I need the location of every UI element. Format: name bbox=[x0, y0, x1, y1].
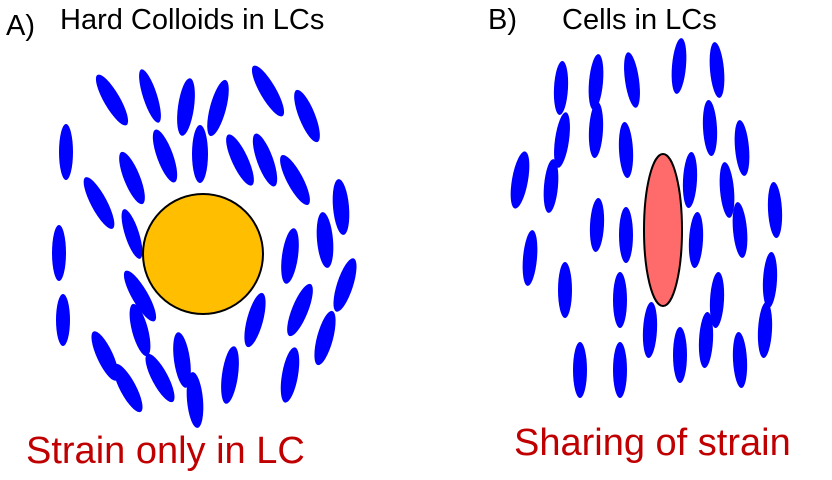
lc-molecule-a-10 bbox=[152, 129, 178, 183]
lc-molecule-a-11 bbox=[192, 125, 208, 183]
lc-molecule-a-30 bbox=[280, 347, 300, 403]
lc-molecule-b-19 bbox=[558, 262, 572, 318]
lc-molecules-panel-a bbox=[52, 65, 357, 428]
lc-molecule-a-27 bbox=[91, 331, 119, 381]
lc-molecule-b-22 bbox=[613, 272, 627, 328]
lc-molecule-b-15 bbox=[682, 152, 698, 208]
lc-molecule-b-3 bbox=[624, 52, 640, 108]
lc-molecule-b-2 bbox=[588, 54, 604, 110]
lc-molecule-a-1 bbox=[95, 74, 129, 126]
lc-molecule-b-13 bbox=[589, 198, 605, 252]
lc-molecule-a-28 bbox=[173, 332, 191, 388]
lc-molecule-b-16 bbox=[719, 162, 735, 218]
hard-colloid-particle bbox=[142, 193, 264, 315]
panel-a-caption: Strain only in LC bbox=[26, 430, 305, 472]
lc-molecule-b-9 bbox=[702, 100, 718, 156]
lc-molecule-b-10 bbox=[734, 120, 750, 176]
lc-molecule-a-16 bbox=[52, 225, 66, 281]
lc-molecule-a-20 bbox=[333, 258, 357, 312]
lc-molecule-b-17 bbox=[767, 182, 783, 238]
panel-b-caption: Sharing of strain bbox=[514, 422, 791, 464]
lc-molecule-a-22 bbox=[123, 270, 157, 322]
lc-molecule-b-6 bbox=[554, 112, 570, 168]
lc-molecule-a-15 bbox=[332, 179, 350, 235]
lc-molecule-b-11 bbox=[510, 151, 530, 209]
lc-molecule-a-29 bbox=[221, 346, 239, 404]
lc-molecule-a-3 bbox=[177, 78, 195, 136]
lc-molecule-b-7 bbox=[588, 102, 604, 158]
lc-molecule-a-9 bbox=[119, 151, 145, 205]
lc-molecule-b-23 bbox=[709, 272, 725, 328]
lc-molecule-a-24 bbox=[244, 292, 266, 348]
lc-molecule-a-14 bbox=[280, 154, 310, 206]
lc-molecule-a-12 bbox=[226, 134, 254, 186]
panel-b-title: Cells in LCs bbox=[562, 4, 717, 36]
lc-molecule-b-14 bbox=[619, 207, 633, 263]
lc-molecule-a-13 bbox=[252, 133, 278, 187]
lc-molecule-b-4 bbox=[671, 38, 687, 94]
lc-molecule-b-8 bbox=[618, 122, 634, 178]
lc-molecule-b-27 bbox=[732, 332, 748, 388]
lc-molecule-a-7 bbox=[59, 124, 73, 180]
lc-molecule-a-17 bbox=[121, 209, 143, 259]
lc-molecule-a-19 bbox=[316, 212, 334, 268]
panel-a-letter: A) bbox=[6, 10, 35, 42]
lc-molecules-panel-b bbox=[510, 38, 783, 398]
lc-molecule-b-18 bbox=[522, 230, 538, 286]
lc-molecule-a-21 bbox=[56, 294, 70, 346]
lc-molecule-b-5 bbox=[709, 42, 725, 98]
lc-molecule-b-1 bbox=[553, 61, 569, 115]
lc-molecule-a-8 bbox=[83, 177, 115, 229]
lc-molecule-b-12 bbox=[543, 159, 559, 213]
lc-molecule-a-2 bbox=[139, 69, 161, 123]
lc-molecule-a-18 bbox=[281, 228, 299, 284]
lc-molecule-a-31 bbox=[113, 363, 143, 413]
lc-molecule-a-4 bbox=[207, 79, 229, 137]
lc-molecule-a-25 bbox=[287, 283, 313, 337]
lc-molecule-b-29 bbox=[613, 342, 627, 398]
lc-molecule-b-24 bbox=[762, 252, 778, 308]
panel-a-title: Hard Colloids in LCs bbox=[60, 4, 325, 36]
lc-molecule-b-21 bbox=[732, 202, 748, 258]
lc-molecule-a-5 bbox=[251, 65, 285, 117]
lc-molecule-b-26 bbox=[673, 327, 687, 383]
lc-molecule-b-30 bbox=[698, 312, 714, 368]
lc-molecule-a-33 bbox=[186, 372, 204, 428]
cell-inclusion bbox=[643, 153, 683, 307]
panel-b-letter: B) bbox=[488, 4, 517, 36]
lc-molecule-b-31 bbox=[757, 302, 773, 358]
lc-molecule-b-25 bbox=[642, 302, 658, 358]
lc-molecule-a-6 bbox=[294, 89, 320, 143]
lc-molecule-b-28 bbox=[573, 342, 587, 398]
lc-molecule-a-26 bbox=[314, 310, 336, 366]
lc-molecule-a-32 bbox=[145, 353, 175, 403]
lc-molecule-b-20 bbox=[688, 212, 704, 268]
lc-molecule-a-23 bbox=[129, 303, 151, 357]
